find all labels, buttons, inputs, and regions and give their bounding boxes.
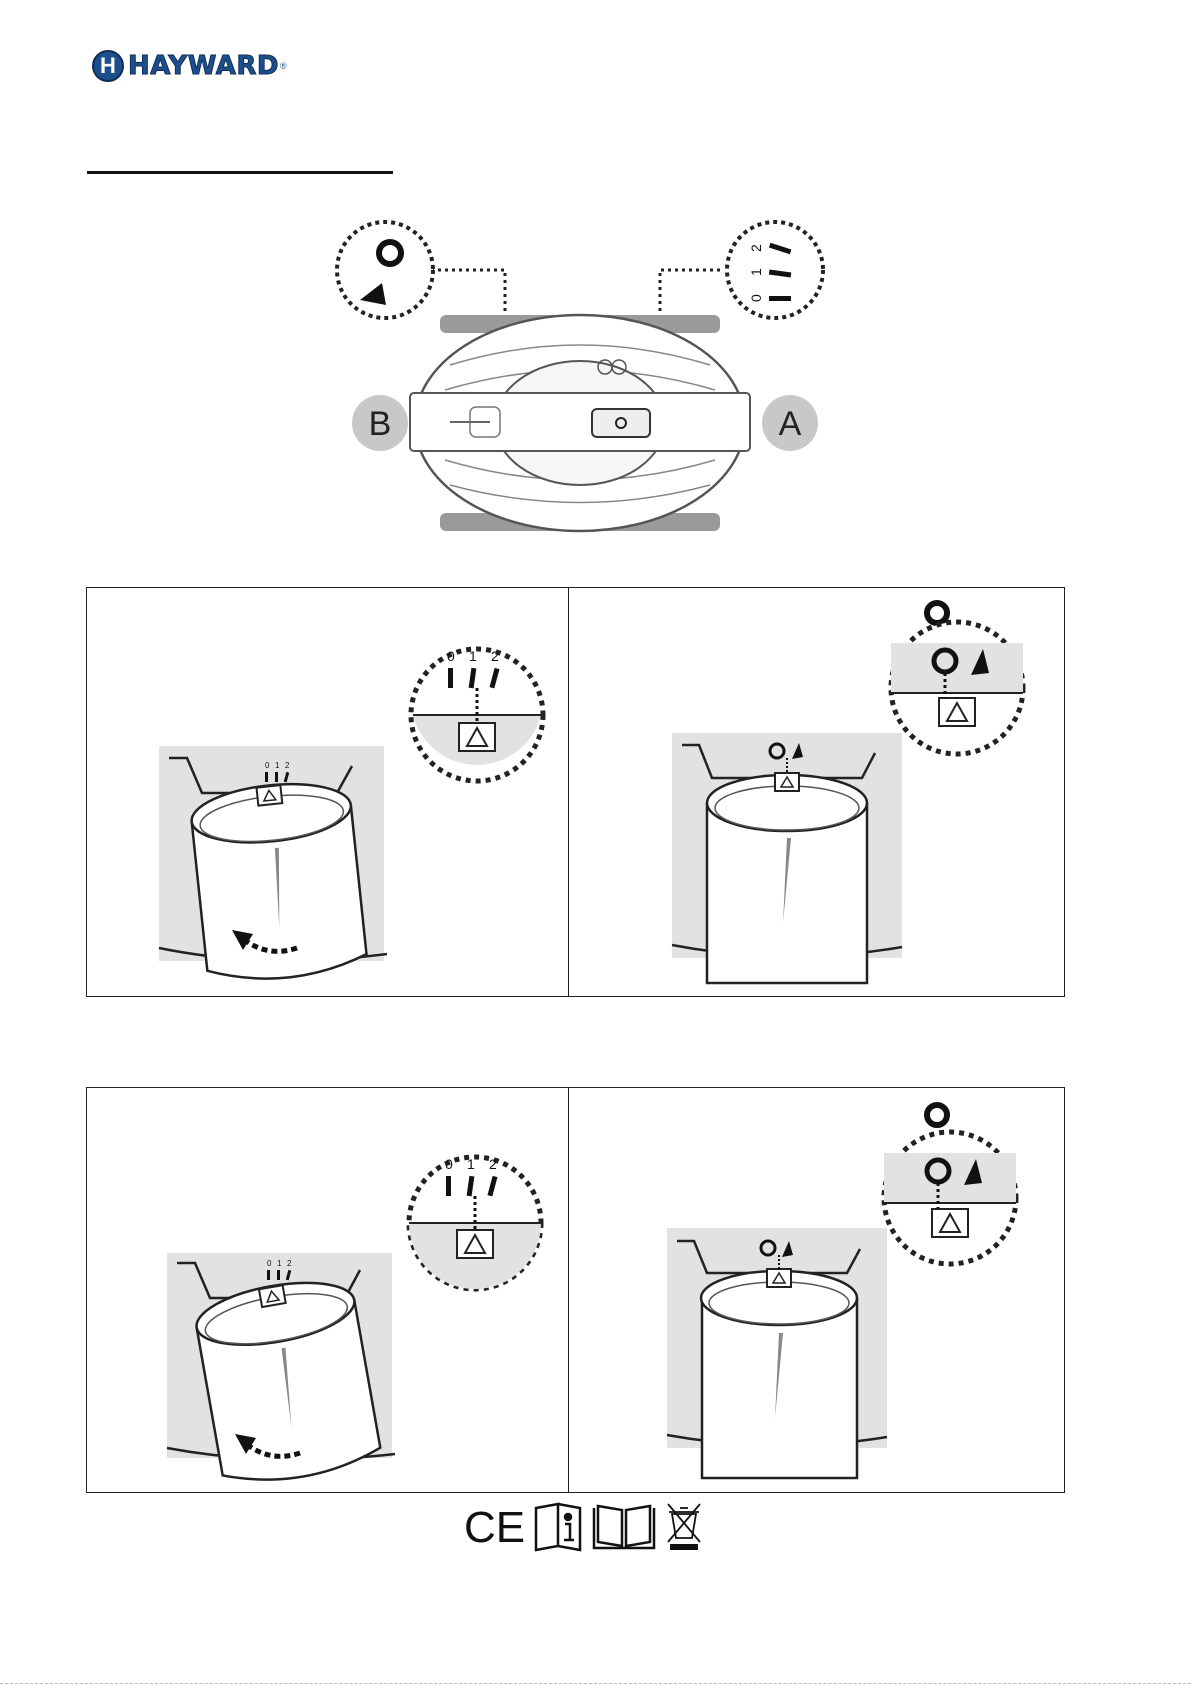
filter-lock-button [592,409,650,437]
dial-label-0: 0 [748,294,764,302]
panel-divider [568,1088,569,1492]
dial-label-2: 2 [748,244,764,252]
small-dial-2: 2 [287,1259,292,1268]
circle-icon [927,603,947,623]
circle-icon [927,1105,947,1125]
instruction-panel-row-1: 0 1 2 0 1 2 [86,587,1065,997]
zoom-dial-1: 1 [469,648,477,664]
compliance-icons: CE [464,1500,734,1552]
read-manual-info-icon [536,1504,580,1550]
panel-divider [568,588,569,996]
side-label-b: B [369,405,392,443]
callout-setting-dial [727,222,823,318]
registered-mark: ® [280,61,287,71]
small-dial-1: 1 [275,761,280,770]
zoom-dial-2: 2 [489,1156,497,1172]
filter-setting-illustration: 0 1 2 0 1 2 [147,618,547,988]
weee-bin-icon [668,1504,700,1550]
open-manual-icon [594,1506,654,1548]
dial-label-1: 1 [748,268,764,276]
instruction-panel-row-2: 0 1 2 0 1 2 [86,1087,1065,1493]
hayward-logo-text: HAYWARD [128,51,279,81]
filter-locked-illustration [622,1093,1052,1488]
small-dial-0: 0 [265,761,270,770]
page-bottom-edge [0,1683,1191,1684]
small-dial-2: 2 [285,761,290,770]
zoom-dial-1: 1 [467,1156,475,1172]
small-dial-0: 0 [267,1259,272,1268]
zoom-dial-2: 2 [491,648,499,664]
filter-locked-illustration [627,593,1057,988]
robot-top-view-illustration: B A 0 1 2 [330,215,830,555]
filter-setting-illustration: 0 1 2 0 1 2 [155,1118,555,1488]
ce-mark-icon: CE [464,1503,525,1552]
hayward-logo: H HAYWARD ® [92,48,287,84]
heading-underline [87,171,393,174]
hayward-logo-mark: H [92,50,124,82]
side-label-a: A [779,405,802,443]
zoom-dial-0: 0 [447,648,455,664]
zoom-dial-0: 0 [445,1156,453,1172]
small-dial-1: 1 [277,1259,282,1268]
